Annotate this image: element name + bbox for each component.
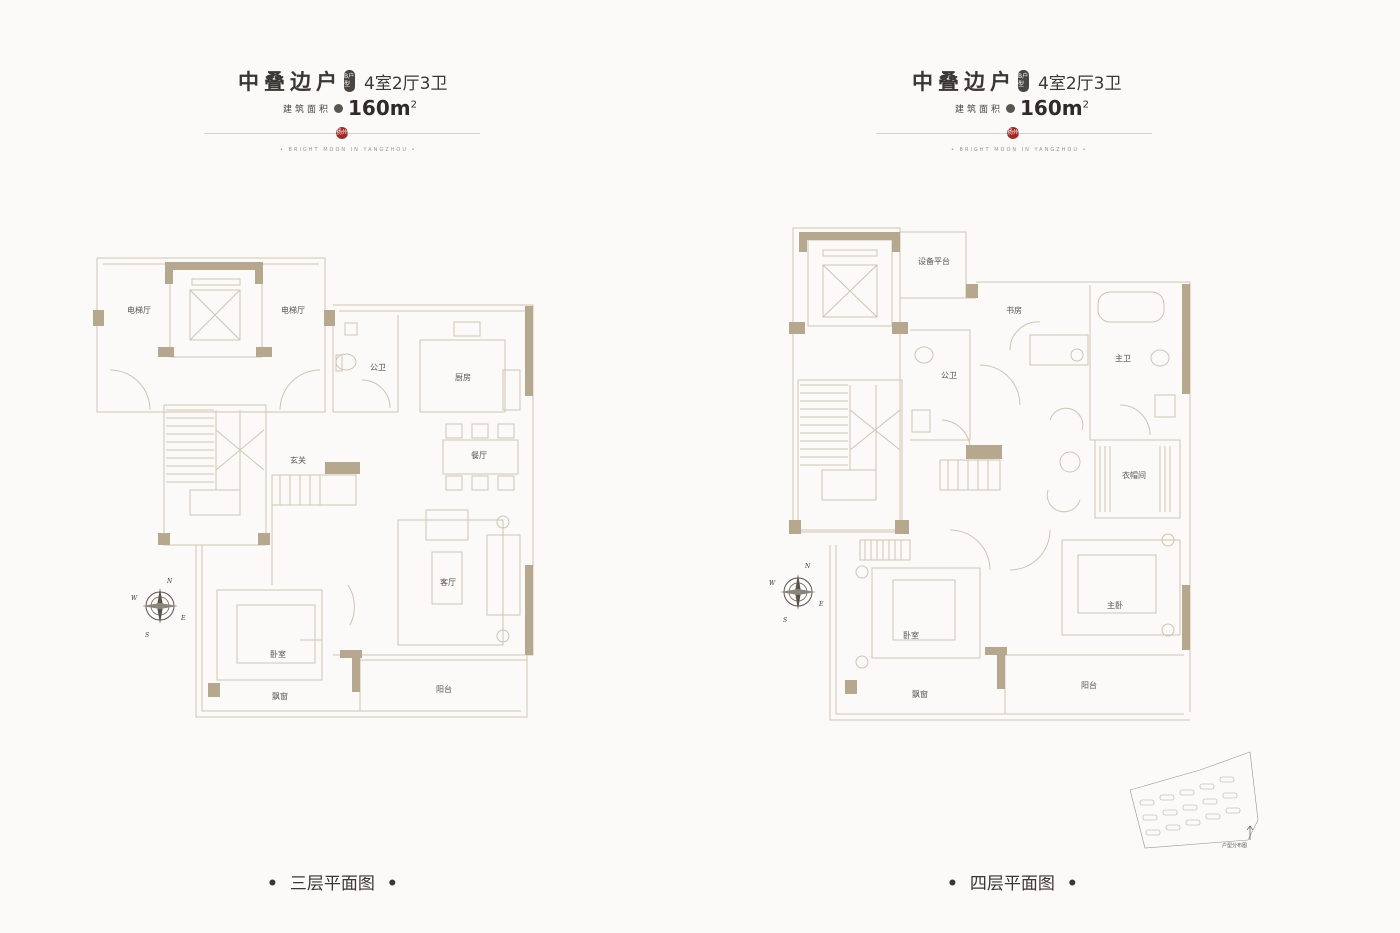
wall-accents bbox=[93, 232, 1190, 697]
unit-title: 中叠边户 B户型 4室2厅3卫 bbox=[912, 66, 1121, 96]
svg-text:W: W bbox=[131, 595, 138, 602]
area-label: 建筑面积 bbox=[283, 104, 332, 115]
area-row: 建筑面积 160m2 bbox=[955, 96, 1089, 120]
room-layout: 4室2厅3卫 bbox=[1038, 73, 1122, 94]
site-location-map-icon: 户型分布图 bbox=[1129, 751, 1259, 849]
unit-type-seal: B户型 bbox=[1018, 70, 1029, 92]
svg-text:N: N bbox=[166, 578, 173, 585]
area-label: 建筑面积 bbox=[955, 104, 1004, 115]
area-value: 160m2 bbox=[1020, 96, 1089, 120]
unit-name: 中叠边户 bbox=[912, 70, 1016, 94]
compass-rose-icon: N W E S bbox=[131, 578, 186, 639]
room-label-living: 客厅 bbox=[440, 577, 456, 587]
floor-caption: •四层平面图• bbox=[947, 874, 1078, 894]
room-label-bedroom: 卧室 bbox=[903, 630, 919, 640]
room-label-study: 书房 bbox=[1006, 305, 1022, 315]
room-label-dining: 餐厅 bbox=[471, 451, 487, 460]
svg-text:S: S bbox=[783, 617, 787, 624]
brand-seal-icon: 扬州 bbox=[1007, 127, 1019, 139]
unit-name: 中叠边户 bbox=[238, 70, 342, 94]
third-floor-panel: 中叠边户 B户型 4室2厅3卫 建筑面积 160m2 扬州 • BRIGHT M… bbox=[204, 66, 480, 894]
area-row: 建筑面积 160m2 bbox=[283, 96, 417, 120]
room-label-kitchen: 厨房 bbox=[455, 372, 471, 382]
room-label-closet: 衣帽间 bbox=[1122, 470, 1146, 480]
area-value: 160m2 bbox=[348, 96, 417, 120]
room-label-master-bath: 主卫 bbox=[1115, 353, 1131, 363]
tagline: • BRIGHT MOON IN YANGZHOU • bbox=[280, 147, 417, 153]
room-label-balcony: 阳台 bbox=[1081, 680, 1097, 690]
svg-text:E: E bbox=[818, 601, 824, 608]
tagline: • BRIGHT MOON IN YANGZHOU • bbox=[951, 147, 1088, 153]
room-label-entry: 玄关 bbox=[290, 455, 306, 465]
svg-text:W: W bbox=[769, 580, 776, 587]
room-label-master-bedroom: 主卧 bbox=[1107, 600, 1123, 610]
room-label-public-bath: 公卫 bbox=[941, 371, 957, 380]
area-dot-icon bbox=[1006, 103, 1016, 113]
room-label-bay-window: 飘窗 bbox=[272, 691, 288, 701]
room-label-bay-window: 飘窗 bbox=[912, 689, 928, 699]
room-label-equipment-platform: 设备平台 bbox=[918, 256, 950, 266]
room-label-elevator-hall: 电梯厅 bbox=[127, 305, 151, 315]
fourth-floor-plan bbox=[792, 227, 1191, 721]
third-floor-plan bbox=[96, 257, 534, 718]
brand-seal-icon: 扬州 bbox=[336, 127, 348, 139]
floor-caption: •三层平面图• bbox=[267, 874, 398, 894]
room-label-public-bath: 公卫 bbox=[370, 363, 386, 372]
room-label-elevator-hall: 电梯厅 bbox=[281, 305, 305, 315]
svg-text:S: S bbox=[145, 632, 149, 639]
svg-text:E: E bbox=[180, 615, 186, 622]
fourth-floor-panel: 中叠边户 B户型 4室2厅3卫 建筑面积 160m2 扬州 • BRIGHT M… bbox=[700, 0, 1400, 933]
unit-type-seal: B户型 bbox=[344, 70, 355, 92]
unit-title: 中叠边户 B户型 4室2厅3卫 bbox=[238, 66, 447, 96]
compass-rose-icon: N W E S bbox=[769, 563, 824, 624]
svg-text:N: N bbox=[804, 563, 811, 570]
room-label-bedroom: 卧室 bbox=[270, 649, 286, 659]
area-dot-icon bbox=[334, 103, 344, 113]
site-map-label: 户型分布图 bbox=[1222, 842, 1247, 849]
room-layout: 4室2厅3卫 bbox=[364, 73, 448, 94]
room-label-balcony: 阳台 bbox=[436, 684, 452, 694]
